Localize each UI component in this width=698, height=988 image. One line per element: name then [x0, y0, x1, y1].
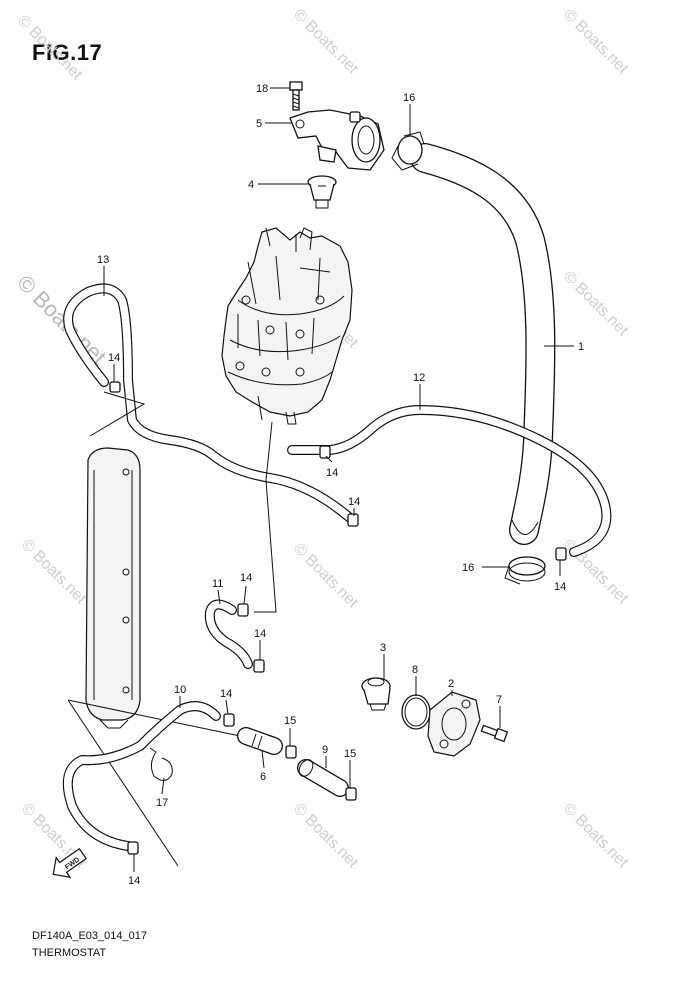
callout-16: 16	[403, 92, 415, 104]
clamp-14	[253, 659, 265, 673]
cooler-block	[85, 447, 141, 729]
thermostat-3	[361, 677, 391, 711]
thermostat-4	[307, 175, 337, 209]
callout-12: 12	[413, 372, 425, 384]
fwd-arrow-icon: FWD	[52, 847, 88, 879]
o-ring-8	[401, 694, 431, 730]
callout-5: 5	[256, 118, 262, 130]
hose-13	[63, 283, 355, 523]
callout-14: 14	[220, 688, 232, 700]
guide-line	[67, 699, 241, 867]
fitting-6	[237, 727, 283, 755]
clamp-14	[555, 547, 567, 561]
callout-4: 4	[248, 179, 254, 191]
clamp-14	[223, 713, 235, 727]
callout-14: 14	[326, 467, 338, 479]
hose-11	[204, 599, 253, 669]
clamp-15	[285, 745, 297, 759]
clamp-14	[237, 603, 249, 617]
callout-18: 18	[256, 83, 268, 95]
callout-15: 15	[344, 748, 356, 760]
o-ring-8	[404, 697, 428, 727]
bolt-7	[480, 724, 509, 743]
clamp-16-bottom	[504, 556, 546, 585]
callout-14: 14	[554, 581, 566, 593]
clamp-14	[127, 841, 139, 855]
clamp-14	[109, 381, 121, 393]
figure-title: FIG.17	[32, 40, 103, 65]
callout-14: 14	[240, 572, 252, 584]
hose-10	[62, 701, 221, 851]
callout-1: 1	[578, 341, 584, 353]
callout-14: 14	[128, 875, 140, 887]
callout-10: 10	[174, 684, 186, 696]
hose-1	[410, 143, 556, 545]
callout-16: 16	[462, 562, 474, 574]
callout-15: 15	[284, 715, 296, 727]
hose-12	[287, 405, 612, 557]
engine-block	[221, 227, 353, 425]
guide-line	[254, 421, 277, 613]
leader-lines	[103, 87, 574, 872]
callout-9: 9	[322, 744, 328, 756]
callout-13: 13	[97, 254, 109, 266]
callout-2: 2	[448, 678, 454, 690]
bolt-18	[289, 81, 303, 111]
clamp-15	[345, 787, 357, 801]
callout-6: 6	[260, 771, 266, 783]
callout-3: 3	[380, 642, 386, 654]
guide-line	[89, 391, 146, 437]
callout-labels: 18 5 4 16 13 14 12 1 14 14 16 14 11 14 1…	[97, 83, 584, 887]
clamp-14	[319, 445, 331, 459]
diagram-code: DF140A_E03_014_017	[32, 930, 147, 942]
thermostat-cover-5	[289, 109, 385, 171]
callout-11: 11	[212, 578, 223, 590]
callout-7: 7	[496, 694, 502, 706]
housing-2	[427, 691, 481, 757]
diagram-caption: THERMOSTAT	[32, 947, 107, 959]
clamp-14	[347, 513, 359, 527]
hose-9	[297, 759, 349, 797]
clip-17	[149, 747, 173, 781]
callout-17: 17	[156, 797, 168, 809]
callout-14: 14	[254, 628, 266, 640]
callout-8: 8	[412, 664, 418, 676]
callout-14: 14	[108, 352, 120, 364]
callout-14: 14	[348, 496, 360, 508]
